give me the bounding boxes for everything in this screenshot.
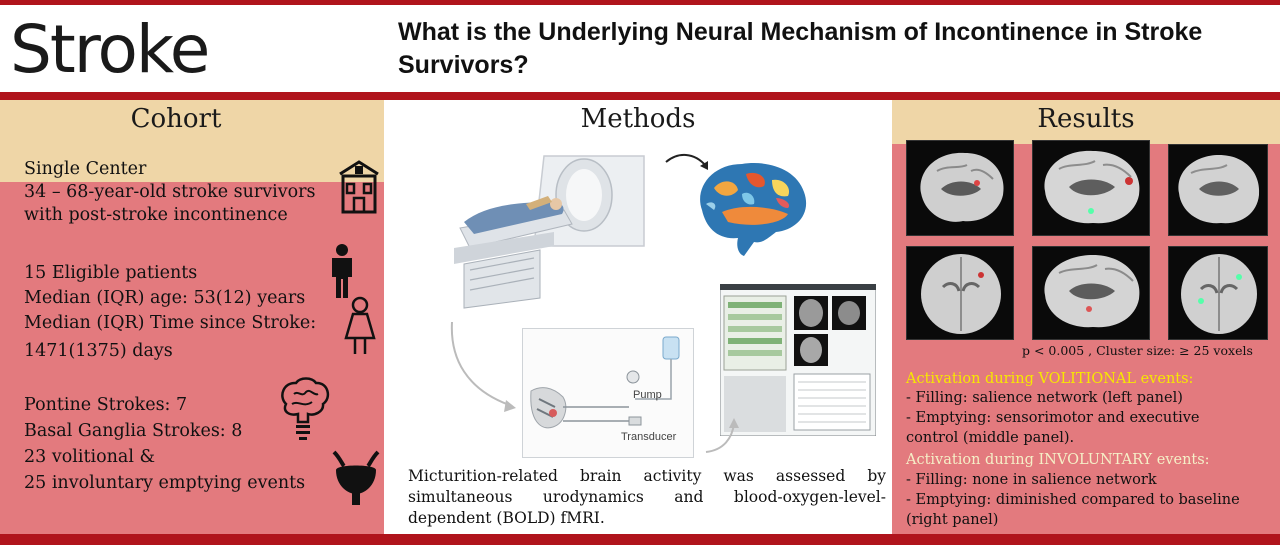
cohort-line: 25 involuntary emptying events xyxy=(24,473,306,493)
result-line: control (middle panel). xyxy=(906,430,1075,446)
brain-scan-sagittal xyxy=(906,140,1014,236)
results-title: Results xyxy=(1037,104,1135,134)
cohort-line: Median (IQR) Time since Stroke: xyxy=(24,313,317,333)
fmri-software-screenshot xyxy=(720,284,876,436)
cohort-panel: Cohort Single Center 34 – 68-year-old st… xyxy=(0,100,384,534)
methods-title: Methods xyxy=(580,104,696,134)
brain-lightbulb-icon xyxy=(281,377,330,440)
header-divider xyxy=(0,92,1280,100)
urodynamics-diagram: Pump Transducer xyxy=(522,328,694,458)
header: Stroke What is the Underlying Neural Mec… xyxy=(0,5,1280,92)
cohort-line: Basal Ganglia Strokes: 8 xyxy=(24,421,243,441)
result-line: - Filling: none in salience network xyxy=(906,472,1157,488)
brain-scan-sagittal xyxy=(1168,144,1268,236)
significance-threshold: p < 0.005 , Cluster size: ≥ 25 voxels xyxy=(1022,343,1253,358)
pump-label: Pump xyxy=(633,389,662,401)
brain-scan-sagittal xyxy=(1032,246,1150,340)
cohort-header-band xyxy=(0,100,384,144)
cohort-line: Median (IQR) age: 53(12) years xyxy=(24,288,306,308)
results-panel: Results xyxy=(892,100,1280,534)
result-line: - Filling: salience network (left panel) xyxy=(906,390,1183,406)
cohort-line: Single Center xyxy=(24,159,147,179)
bladder-icon xyxy=(332,450,380,505)
curved-arrow-icon xyxy=(705,418,739,453)
involuntary-heading: Activation during INVOLUNTARY events: xyxy=(906,452,1210,468)
female-person-icon xyxy=(344,296,376,354)
hospital-icon xyxy=(339,160,379,214)
bottom-border xyxy=(0,534,1280,545)
cohort-line: with post-stroke incontinence xyxy=(24,205,288,225)
catheter-setup-illustration xyxy=(530,336,680,429)
result-line: - Emptying: diminished compared to basel… xyxy=(906,492,1240,508)
brain-scan-axial xyxy=(1168,246,1268,340)
male-person-icon xyxy=(332,244,352,298)
result-line: (right panel) xyxy=(906,512,999,528)
cohort-line: 23 volitional & xyxy=(24,447,156,467)
journal-logo: Stroke xyxy=(10,11,210,88)
cohort-title: Cohort xyxy=(130,104,222,134)
methods-panel: Methods xyxy=(384,100,892,534)
cohort-tan-band xyxy=(0,144,384,182)
cohort-line: 15 Eligible patients xyxy=(24,263,198,283)
cohort-line: 1471(1375) days xyxy=(24,341,173,361)
top-border xyxy=(0,0,1280,5)
methods-description: Micturition-related brain activity was a… xyxy=(408,467,886,527)
curved-arrow-icon xyxy=(665,154,708,170)
results-header-band xyxy=(892,100,1280,144)
mri-scanner-illustration xyxy=(454,155,645,309)
cohort-line: 34 – 68-year-old stroke survivors xyxy=(24,182,316,202)
page-title: What is the Underlying Neural Mechanism … xyxy=(398,18,1203,79)
brain-activation-map xyxy=(700,163,807,256)
volitional-heading: Activation during VOLITIONAL events: xyxy=(906,371,1194,387)
brain-scan-sagittal xyxy=(1032,140,1150,236)
transducer-label: Transducer xyxy=(621,431,677,443)
curved-arrow-icon xyxy=(450,321,516,412)
cohort-line: Pontine Strokes: 7 xyxy=(24,395,188,415)
result-line: - Emptying: sensorimotor and executive xyxy=(906,410,1200,426)
brain-scan-axial xyxy=(906,246,1014,340)
